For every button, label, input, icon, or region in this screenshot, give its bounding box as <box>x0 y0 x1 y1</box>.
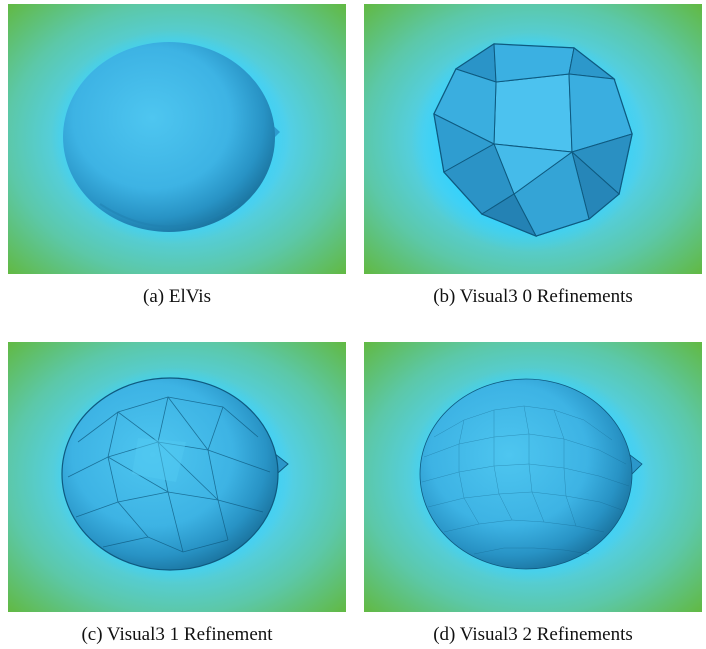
caption-c: (c) Visual3 1 Refinement <box>81 624 273 645</box>
caption-d: (d) Visual3 2 Refinements <box>433 624 633 645</box>
caption-a: (a) ElVis <box>143 286 211 307</box>
render-elvis <box>8 4 346 274</box>
panel-d: (d) Visual3 2 Refinements <box>364 342 702 645</box>
panel-a: (a) ElVis <box>8 4 346 307</box>
render-visual3-2-refinements <box>364 342 702 612</box>
panel-b: (b) Visual3 0 Refinements <box>364 4 702 307</box>
panel-c: (c) Visual3 1 Refinement <box>8 342 346 645</box>
caption-b: (b) Visual3 0 Refinements <box>433 286 633 307</box>
render-visual3-0-refinements <box>364 4 702 274</box>
render-visual3-1-refinement <box>8 342 346 612</box>
